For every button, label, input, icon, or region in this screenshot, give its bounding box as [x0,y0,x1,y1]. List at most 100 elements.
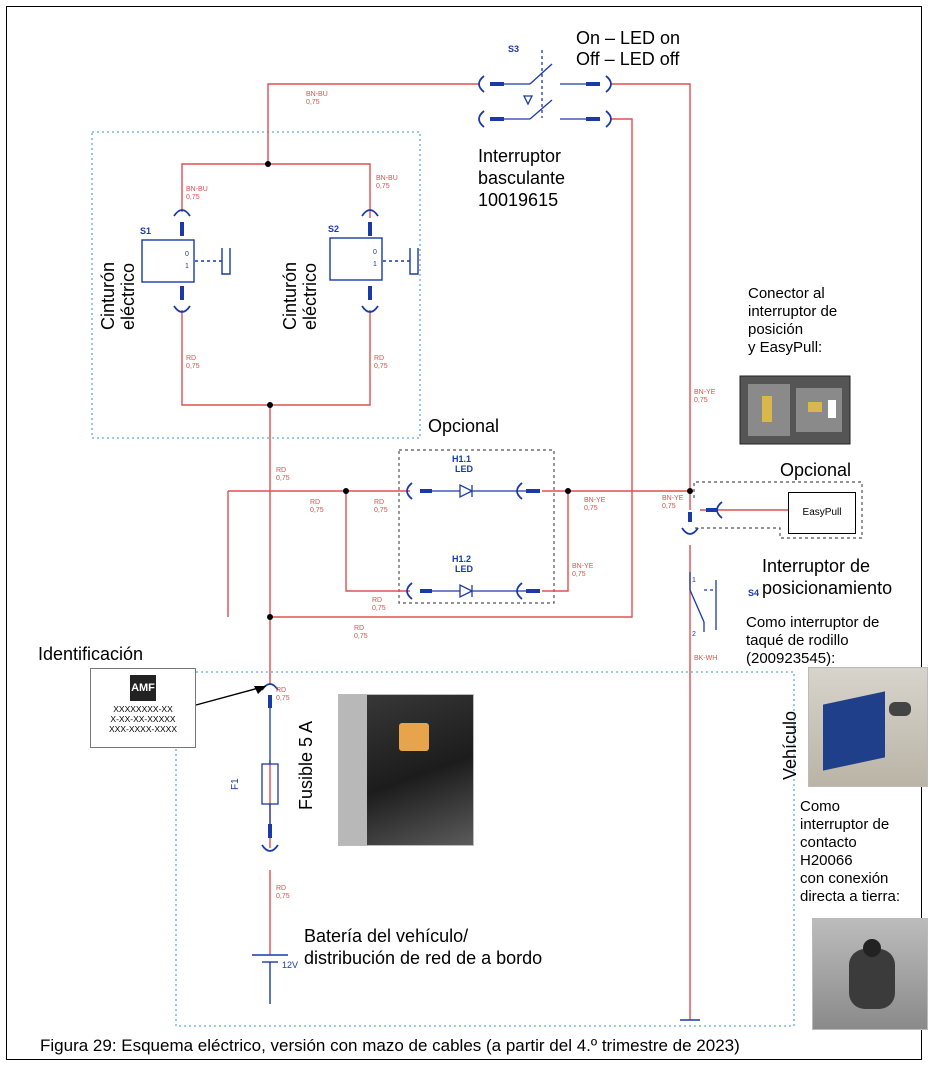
S2-switch-body [329,237,383,281]
id-line-1: XXXXXXXX-XX [113,704,173,714]
wire-gauge: 0,75 [276,893,290,900]
wire-gauge: 0,75 [306,99,320,106]
s2-label-line1: Cinturón [280,261,300,330]
optional-led-label: Opcional [428,416,500,436]
wire-label: RD [276,687,286,694]
amf-logo: AMF [130,675,156,701]
led-label: LED [455,464,474,474]
wire-label: RD [374,499,384,506]
wire-label: RD [372,597,382,604]
connector-label-4: y EasyPull: [748,339,823,356]
s1-label-line2: eléctrico [118,262,138,330]
s3-part-number: 10019615 [478,190,559,210]
wire-label: BN-BU [376,175,398,182]
F1-designator: F1 [230,778,241,790]
connector-label-1: Conector al [748,285,825,302]
easypull-module: EasyPull [788,492,856,534]
wire-label: BN-YE [584,497,606,504]
wire-label: RD [374,355,384,362]
wire-label: RD [310,499,320,506]
S1-designator: S1 [140,226,151,236]
S3-designator: S3 [508,44,519,54]
battery-voltage: 12V [282,960,298,970]
wire-gauge: 0,75 [662,503,676,510]
s3-name-line2: basculante [478,168,566,188]
contact-switch-photo [812,918,928,1030]
optional-easypull-box [693,481,863,539]
pin-label: 0 [373,249,377,256]
wire-label: BN-BU [186,186,208,193]
wire-gauge: 0,75 [276,695,290,702]
pin-label: 1 [692,577,696,584]
optional-easypull-label: Opcional [780,460,852,480]
fuse-holder-photo [338,694,474,846]
vehicle-label: Vehículo [780,710,800,780]
junctions [265,161,693,620]
wires [181,83,788,1020]
seatbelt-area-box [91,131,421,439]
connector-housing-image [739,375,851,445]
roller-label-1: Como interruptor de [746,614,880,631]
connector-label-2: interruptor de [748,303,838,320]
pin-label: 1 [185,263,189,270]
contact-label-1: Como [800,798,841,815]
id-line-3: XXX-XXXX-XXXX [108,724,178,734]
led-label: LED [455,564,474,574]
vehicle-area-box [175,671,795,1027]
roller-label-2: taqué de rodillo [746,632,849,649]
s3-state-off: Off – LED off [576,49,680,69]
wire-label: BN-YE [662,495,684,502]
S3-rocker-switch [504,50,586,120]
wire-gauge: 0,75 [186,194,200,201]
roller-label-3: (200923545): [746,650,836,667]
wire-label: RD [276,885,286,892]
contact-label-6: directa a tierra: [800,888,901,905]
wire-gauge: 0,75 [694,397,708,404]
wire-label: BK-WH [694,655,717,662]
H1-1-designator: H1.1 [452,454,471,464]
s2-label-line2: eléctrico [300,262,320,330]
S2-designator: S2 [328,224,339,234]
s1-label-line1: Cinturón [98,261,118,330]
figure-frame [6,6,922,1060]
contact-label-2: interruptor de [800,816,890,833]
S4-position-switch [689,572,717,632]
wire-gauge: 0,75 [376,183,390,190]
wire-gauge: 0,75 [354,633,368,640]
wire-label: BN-YE [572,563,594,570]
pin-label: 0 [185,251,189,258]
connector-pins [180,82,718,838]
H1-2-designator: H1.2 [452,554,471,564]
wire-gauge: 0,75 [310,507,324,514]
wire-gauge: 0,75 [572,571,586,578]
battery-symbol [252,954,288,1004]
wire-gauge: 0,75 [584,505,598,512]
pin-label: 1 [373,261,377,268]
wire-gauge: 0,75 [372,605,386,612]
identification-label: Identificación [38,644,144,664]
S4-designator: S4 [748,588,759,598]
optional-led-box [398,449,555,604]
connector-label-3: posición [748,321,804,338]
s4-title-line2: posicionamiento [762,578,893,598]
identification-plate: AMF XXXXXXXX-XX X-XX-XX-XXXXX XXX-XXXX-X… [90,668,196,748]
s3-name-line1: Interruptor [478,146,562,166]
wire-gauge: 0,75 [374,363,388,370]
led-symbols [432,483,526,599]
battery-label-1: Batería del vehículo/ [304,926,469,946]
wire-label: RD [354,625,364,632]
s3-state-on: On – LED on [576,28,681,48]
wire-labels: BN-BU 0,75 BN-BU 0,75 BN-BU 0,75 RD 0,75… [186,91,717,900]
wire-label: BN-BU [306,91,328,98]
contact-label-5: con conexión [800,870,889,887]
s4-title-line1: Interruptor de [762,556,871,576]
roller-switch-photo [808,667,928,787]
S1-switch-body [141,239,195,283]
pin-label: 2 [692,631,696,638]
wire-label: RD [186,355,196,362]
wire-gauge: 0,75 [374,507,388,514]
contact-label-3: contacto [800,834,857,851]
id-line-2: X-XX-XX-XXXXX [110,714,176,724]
wire-gauge: 0,75 [276,475,290,482]
